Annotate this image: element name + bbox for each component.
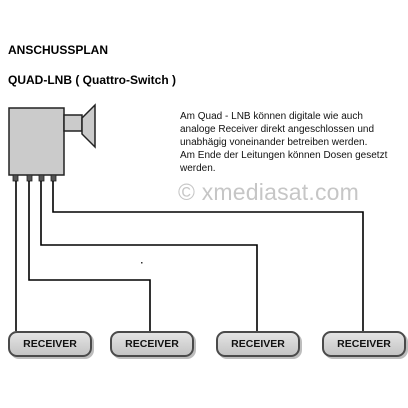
description-line: unabhägig voneinander betreiben werden.	[180, 137, 368, 148]
receiver-label: RECEIVER	[337, 338, 391, 350]
cable-receiver-2	[28, 181, 151, 331]
receiver-box: RECEIVER	[216, 331, 300, 357]
page-title: ANSCHUSSPLAN	[8, 43, 109, 57]
description-line: Am Ende der Leitungen können Dosen geset…	[180, 150, 388, 161]
receiver-box: RECEIVER	[110, 331, 194, 357]
description-line: analoge Receiver direkt angeschlossen un…	[180, 124, 375, 135]
description-line: werden.	[180, 163, 216, 174]
watermark: © xmediasat.com	[178, 179, 360, 205]
lnb-feedhorn	[81, 103, 96, 149]
cable-receiver-4	[52, 181, 364, 331]
lnb-connector	[50, 174, 57, 182]
lnb-connector	[26, 174, 33, 182]
receiver-label: RECEIVER	[231, 338, 285, 350]
receiver-label: RECEIVER	[23, 338, 77, 350]
lnb-body	[8, 107, 65, 176]
receiver-label: RECEIVER	[125, 338, 179, 350]
stray-dot	[141, 262, 143, 264]
description-text: Am Quad - LNB können digitale wie auch a…	[180, 110, 405, 175]
receiver-box: RECEIVER	[322, 331, 406, 357]
cables	[15, 181, 364, 331]
quad-lnb	[8, 103, 96, 182]
lnb-neck	[63, 114, 83, 132]
lnb-connector	[12, 174, 19, 182]
page-subtitle: QUAD-LNB ( Quattro-Switch )	[8, 73, 176, 87]
cable-receiver-3	[40, 181, 258, 331]
description-line: Am Quad - LNB können digitale wie auch	[180, 111, 363, 122]
lnb-connector	[38, 174, 45, 182]
receiver-box: RECEIVER	[8, 331, 92, 357]
